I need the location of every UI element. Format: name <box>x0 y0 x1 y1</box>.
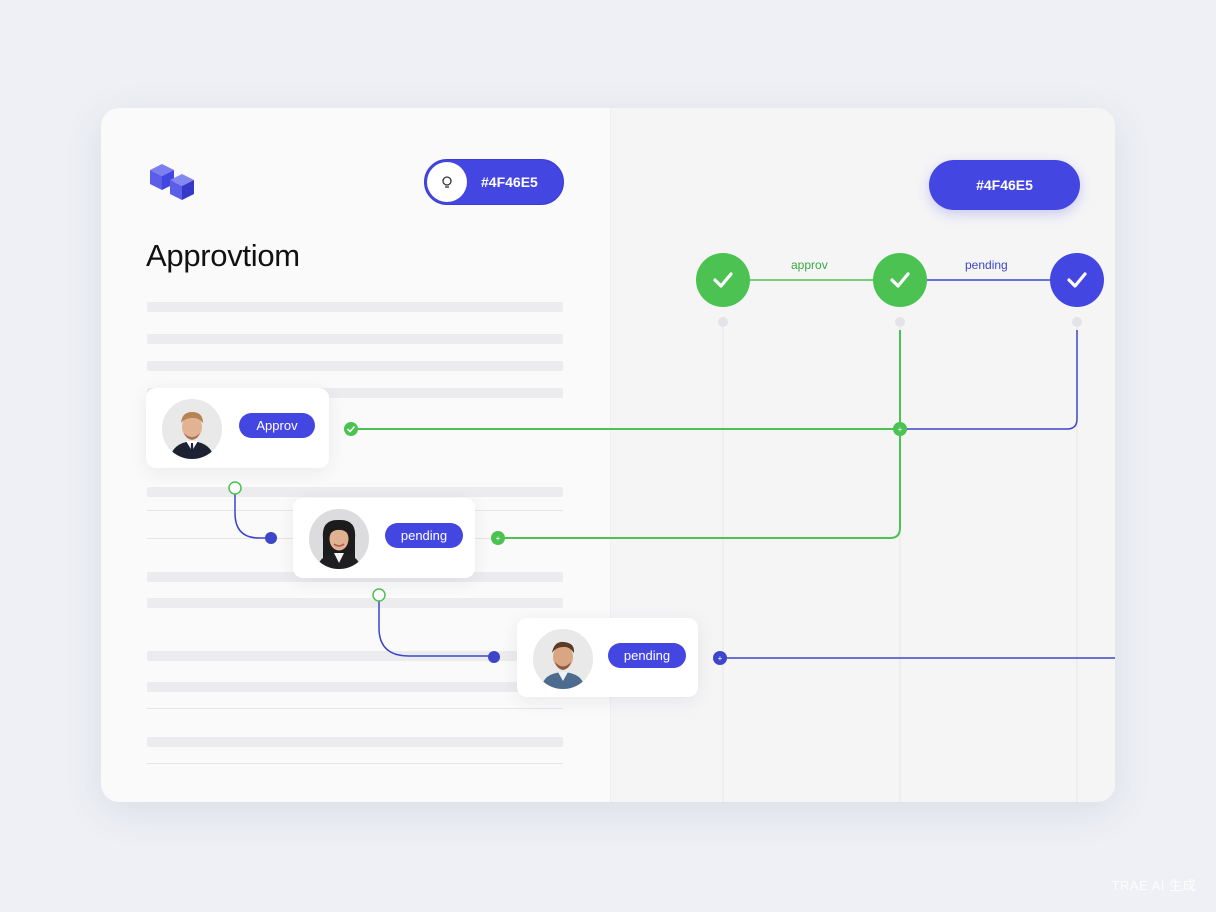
status-badge: Approv <box>239 413 315 438</box>
page-title: Approvtiom <box>146 238 300 273</box>
approver-card-1[interactable]: Approv <box>146 388 329 468</box>
workflow-connectors: + + + <box>228 279 1115 802</box>
skeleton-line <box>147 487 563 497</box>
step-label-pending: pending <box>965 258 1008 272</box>
step-current[interactable] <box>1050 253 1104 307</box>
step-label-approv: approv <box>791 258 828 272</box>
svg-text:+: + <box>718 654 723 663</box>
skeleton-line <box>147 334 563 344</box>
avatar <box>162 399 222 459</box>
skeleton-line <box>147 651 563 661</box>
svg-text:+: + <box>496 534 501 543</box>
skeleton-line <box>147 598 563 608</box>
check-icon <box>1067 272 1087 288</box>
toggle-knob[interactable] <box>427 162 467 202</box>
workflow-card: #4F46E5 #4F46E5 Approvtiom <box>101 108 1115 802</box>
skeleton-line <box>147 302 563 312</box>
avatar <box>533 629 593 689</box>
svg-text:+: + <box>898 425 903 434</box>
approver-card-2[interactable]: pending <box>293 498 475 578</box>
bulb-icon <box>442 176 452 188</box>
status-badge: pending <box>385 523 463 548</box>
toggle-label: #4F46E5 <box>481 174 538 190</box>
watermark: TRAE AI 生成 <box>1111 878 1196 893</box>
avatar <box>309 509 369 569</box>
check-icon <box>890 272 910 288</box>
status-badge: pending <box>608 643 686 668</box>
check-icon <box>713 272 733 288</box>
color-toggle[interactable]: #4F46E5 <box>424 159 564 205</box>
skeleton-line <box>147 388 563 398</box>
step-approved-1[interactable] <box>696 253 750 307</box>
color-button[interactable]: #4F46E5 <box>929 160 1080 210</box>
skeleton-line <box>147 361 563 371</box>
divider <box>147 708 563 709</box>
skeleton-line <box>147 682 563 692</box>
divider <box>147 763 563 764</box>
logo-icon <box>150 164 194 200</box>
skeleton-line <box>147 737 563 747</box>
approver-card-3[interactable]: pending <box>517 618 698 697</box>
step-approved-2[interactable] <box>873 253 927 307</box>
